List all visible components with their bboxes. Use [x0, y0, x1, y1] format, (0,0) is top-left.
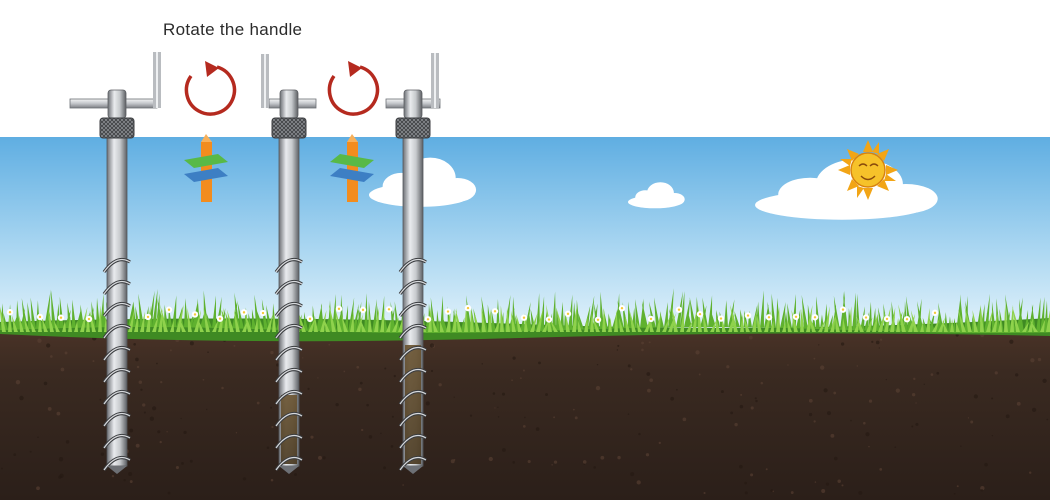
- soil-auger: [385, 53, 441, 474]
- rotate-arrow-icon: [327, 61, 380, 116]
- soil-auger: [69, 52, 161, 474]
- soil: [0, 330, 1050, 500]
- soil-texture: [1, 332, 1049, 495]
- rotate-arrow-icon: [184, 61, 237, 116]
- caption: Rotate the handle: [163, 20, 303, 39]
- sun-icon: [838, 140, 898, 200]
- soil-auger: [261, 54, 317, 474]
- sky: [0, 137, 1050, 337]
- compass-arrows-icon: [330, 134, 374, 202]
- compass-arrows-icon: [184, 134, 228, 202]
- grass: [0, 288, 1050, 342]
